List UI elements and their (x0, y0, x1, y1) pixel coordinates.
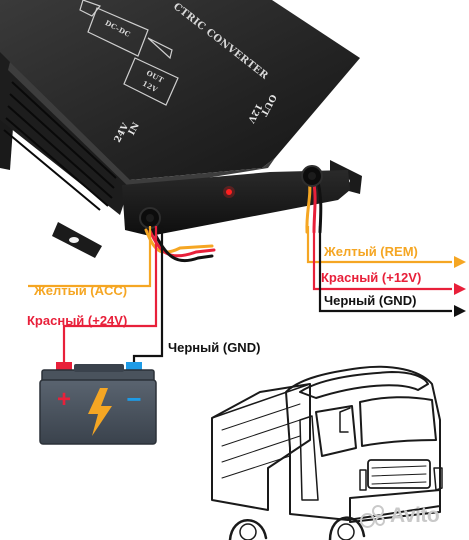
avito-logo (360, 505, 388, 528)
truck-headlight (433, 467, 443, 491)
label-plus12v-wire: Красный (+12V) (321, 270, 422, 285)
decal-dc-box (87, 7, 149, 57)
heatsink-fins (3, 69, 119, 211)
converter-top-face (0, 0, 360, 180)
battery-lid-handle (74, 364, 124, 372)
battery-minus-terminal (126, 362, 142, 372)
decal-arrow (147, 37, 173, 60)
leader-gnd-in (132, 226, 164, 366)
truck-side-window (315, 405, 357, 457)
arrow-gnd-out (454, 305, 466, 317)
decal-out-box (123, 57, 179, 106)
truck-trailer (211, 383, 311, 511)
left-flange-hole (69, 237, 79, 243)
truck-cab (285, 365, 441, 521)
converter-box (0, 0, 362, 258)
input-cable-bundle (144, 228, 216, 263)
truck-windshield (359, 396, 437, 447)
watermark-text: Avito (390, 504, 440, 527)
battery-plus-sign: + (56, 386, 71, 413)
truck-grille (367, 459, 431, 489)
truck-roof-spoiler (299, 371, 429, 399)
arrowheads (454, 256, 466, 317)
input-leader-lines (28, 226, 164, 366)
truck-illustration (211, 365, 443, 540)
truck-bumper (349, 489, 441, 523)
leader-rem (306, 226, 452, 264)
label-acc-wire: Желтый (ACC) (34, 283, 128, 298)
leader-gnd-out (318, 226, 452, 313)
label-gnd-input-wire: Черный (GND) (168, 340, 261, 355)
battery-plus-terminal (56, 362, 72, 372)
lightning-bolt-icon (88, 388, 112, 436)
arrow-rem (454, 256, 466, 268)
leader-acc (28, 226, 152, 288)
status-led (226, 189, 232, 195)
battery (39, 362, 157, 445)
output-leader-lines (306, 226, 452, 313)
battery-minus-sign: − (126, 384, 142, 414)
label-plus24v-wire: Красный (+24V) (27, 313, 128, 328)
truck-wheel-rear (228, 519, 268, 540)
label-gnd-output-wire: Черный (GND) (324, 293, 417, 308)
label-rem-wire: Желтый (REM) (324, 244, 418, 259)
leader-plus24v (62, 226, 158, 366)
decal-small-box (79, 0, 101, 17)
converter-front-face (122, 170, 350, 236)
printed-decals (79, 0, 179, 106)
leader-plus12v (312, 226, 452, 291)
truck-wheel-front (328, 516, 366, 540)
arrow-plus12v (454, 283, 466, 295)
